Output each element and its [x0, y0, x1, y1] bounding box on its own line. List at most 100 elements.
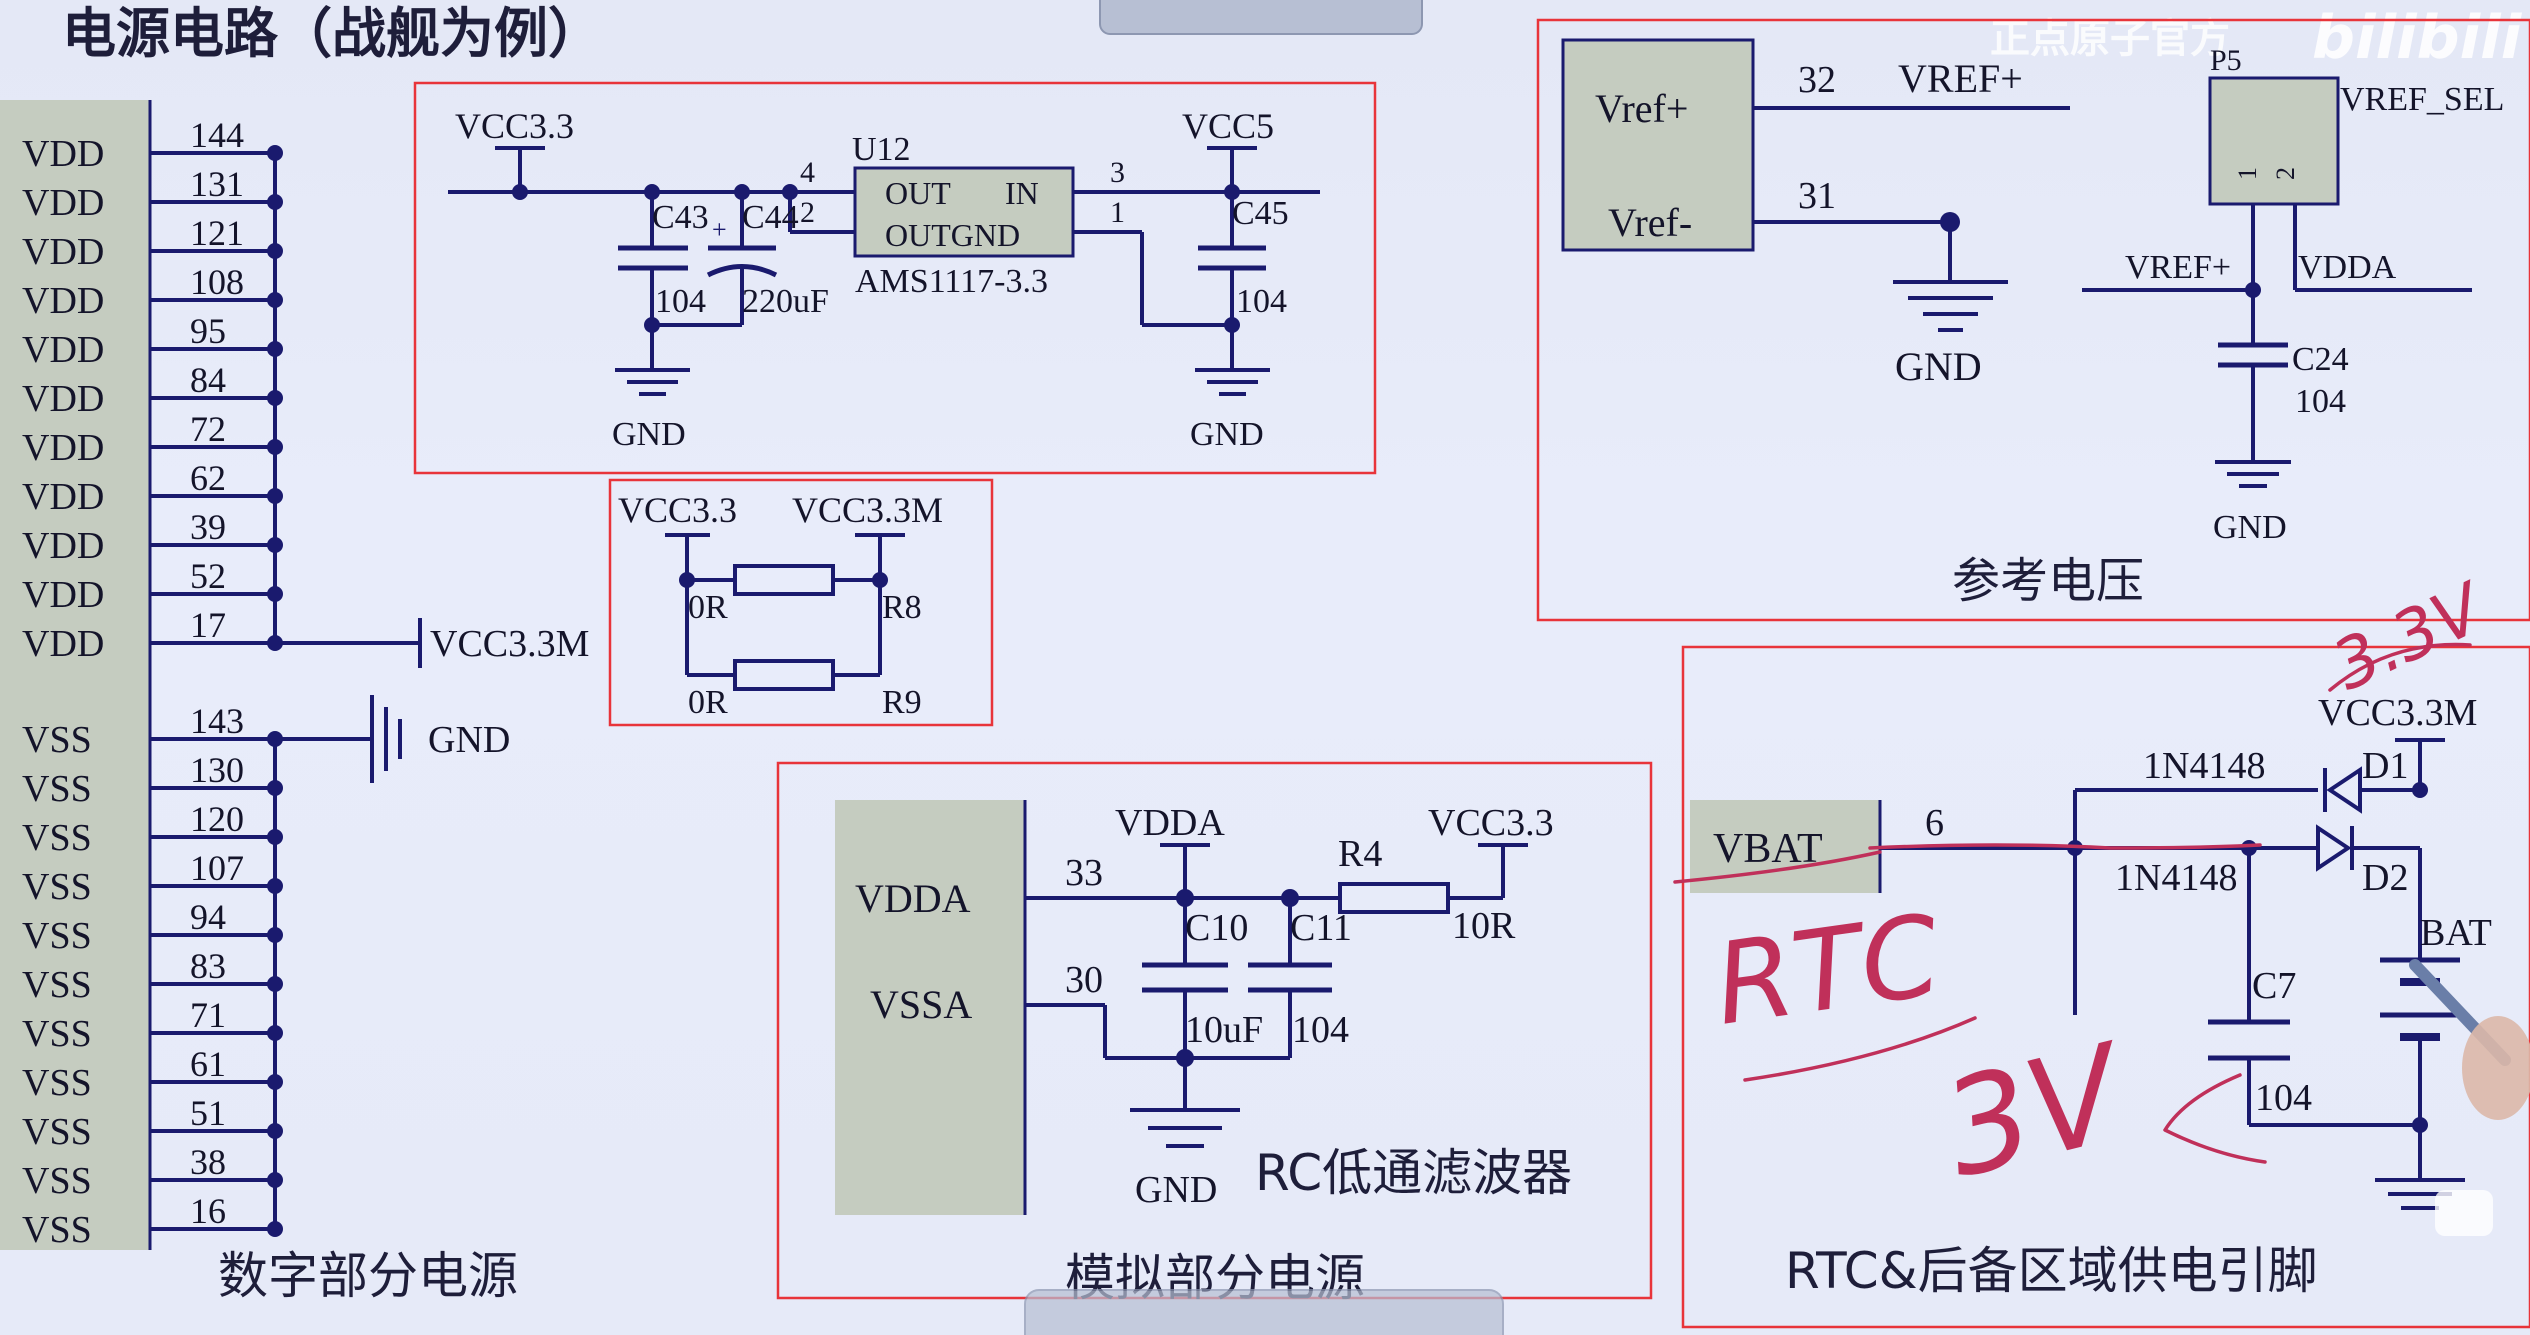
vref-pin-pos: Vref+: [1595, 86, 1688, 131]
player-toolbar-bottom[interactable]: [1024, 1289, 1504, 1335]
mcu-pin-name: VSS: [22, 1062, 92, 1104]
mcu-chip-body: [0, 100, 150, 1250]
u12-pin-outgnd: OUTGND: [885, 217, 1020, 253]
handwrite-rtc: RTC: [1707, 891, 1947, 1051]
analog-pin-vdda: VDDA: [855, 876, 971, 921]
mcu-pin-number: 16: [190, 1191, 226, 1231]
rtc-frame: [1681, 645, 2530, 1329]
r8-ref: R8: [882, 589, 922, 626]
ldo-gnd-right: GND: [1190, 416, 1264, 453]
bridge-frame: [608, 478, 994, 727]
c11-val: 104: [1292, 1009, 1349, 1051]
c7-val: 104: [2255, 1077, 2312, 1119]
p5-pin1: 1: [2233, 167, 2262, 180]
player-toolbar-top[interactable]: [1099, 0, 1423, 35]
mcu-pin-name: VDD: [22, 378, 104, 420]
vdd-net-label: VCC3.3M: [430, 623, 589, 665]
mcu-pin-number: 121: [190, 213, 244, 253]
handwrite-3v: 3V: [1930, 1015, 2144, 1208]
d1-part: 1N4148: [2143, 745, 2265, 787]
mcu-pin-number: 144: [190, 115, 244, 155]
r4-val: 10R: [1452, 905, 1516, 947]
p5-ref: P5: [2210, 44, 2242, 77]
mcu-pin-name: VSS: [22, 1209, 92, 1251]
bilibili-logo: bilibili: [2312, 3, 2523, 73]
mcu-pin-number: 17: [190, 605, 226, 645]
u12-pin-out: OUT: [885, 175, 951, 211]
vbat-pin-num: 6: [1925, 802, 1944, 844]
ldo-vout-label: VCC5: [1182, 106, 1274, 146]
vref-net-pos: VREF+: [1898, 56, 2023, 101]
mcu-pin-number: 39: [190, 507, 226, 547]
analog-pin33: 33: [1065, 852, 1103, 894]
rtc-vcc-net: VCC3.3M: [2318, 692, 2477, 734]
mcu-pin-number: 52: [190, 556, 226, 596]
mcu-pin-name: VDD: [22, 525, 104, 567]
c10-ref: C10: [1185, 907, 1248, 949]
u12-pin1: 1: [1110, 196, 1125, 229]
u12-pin4: 4: [800, 156, 815, 189]
mcu-pin-name: VDD: [22, 329, 104, 371]
c43-ref: C43: [652, 199, 709, 236]
analog-net-vdda: VDDA: [1115, 802, 1225, 844]
mcu-pin-name: VDD: [22, 280, 104, 322]
page-title: 电源电路（战舰为例）: [62, 2, 602, 65]
mcu-pin-number: 61: [190, 1044, 226, 1084]
analog-gnd: GND: [1135, 1169, 1217, 1211]
c45-ref: C45: [1232, 195, 1289, 232]
mcu-pin-number: 120: [190, 799, 244, 839]
resistor-bridge-section: VCC3.3 VCC3.3M 0R R8 0R R9: [608, 478, 994, 727]
ldo-vin-label: VCC3.3: [455, 106, 574, 146]
c10-val: 10uF: [1185, 1009, 1263, 1051]
mcu-pin-number: 108: [190, 262, 244, 302]
c24-val: 104: [2295, 383, 2346, 420]
d2-ref: D2: [2362, 857, 2408, 899]
c45-val: 104: [1236, 283, 1287, 320]
mcu-pin-name: VSS: [22, 719, 92, 761]
mcu-pin-name: VDD: [22, 623, 104, 665]
vref-net-left: VREF+: [2125, 249, 2231, 286]
rtc-section: VBAT 6 VCC3.3M 1N4148 D1 1N4148 D2 C7 10…: [1673, 568, 2530, 1329]
analog-pin-vssa: VSSA: [870, 982, 972, 1027]
mcu-pin-junction: [267, 1221, 283, 1237]
analog-net-vcc: VCC3.3: [1428, 802, 1554, 844]
mcu-pin-name: VDD: [22, 574, 104, 616]
handwrite-33v: 3.3V: [2321, 568, 2499, 707]
mcu-pin-number: 94: [190, 897, 226, 937]
bridge-net-b: VCC3.3M: [792, 490, 943, 530]
c24-ref: C24: [2292, 341, 2349, 378]
vref-pin31: 31: [1798, 175, 1836, 217]
p5-pin2: 2: [2271, 167, 2300, 180]
stylus-pointer: [2409, 959, 2530, 1120]
vbat-pin: VBAT: [1713, 826, 1823, 872]
d2-symbol: [2316, 824, 2352, 872]
mcu-pin-number: 107: [190, 848, 244, 888]
u12-pin3: 3: [1110, 156, 1125, 189]
r9-body: [733, 659, 835, 691]
vref-gnd: GND: [1895, 344, 1982, 389]
u12-ref: U12: [852, 131, 911, 168]
c43-val: 104: [655, 283, 706, 320]
mcu-pin-name: VSS: [22, 1111, 92, 1153]
mcu-pin-number: 72: [190, 409, 226, 449]
vref-pin-neg: Vref-: [1608, 200, 1692, 245]
tv-icon[interactable]: [2435, 1190, 2493, 1236]
ldo-gnd-left: GND: [612, 416, 686, 453]
vref-net-vdda: VDDA: [2298, 249, 2397, 286]
watermark: 正点原子官方: [1990, 16, 2230, 62]
c7-ref: C7: [2252, 965, 2296, 1007]
mcu-pin-name: VSS: [22, 817, 92, 859]
p5-label: VREF_SEL: [2340, 81, 2504, 118]
mcu-pin-number: 84: [190, 360, 226, 400]
mcu-pin-number: 51: [190, 1093, 226, 1133]
r8-body: [733, 564, 835, 596]
vref-chip-body: [1561, 38, 1755, 252]
vref-caption: 参考电压: [1952, 553, 2144, 609]
mcu-pin-number: 131: [190, 164, 244, 204]
d2-part: 1N4148: [2115, 857, 2237, 899]
mcu-pin-name: VDD: [22, 427, 104, 469]
mcu-pin-number: 130: [190, 750, 244, 790]
ldo-section: VCC3.3 C43 104 + C44 220uF GND U: [413, 81, 1377, 475]
